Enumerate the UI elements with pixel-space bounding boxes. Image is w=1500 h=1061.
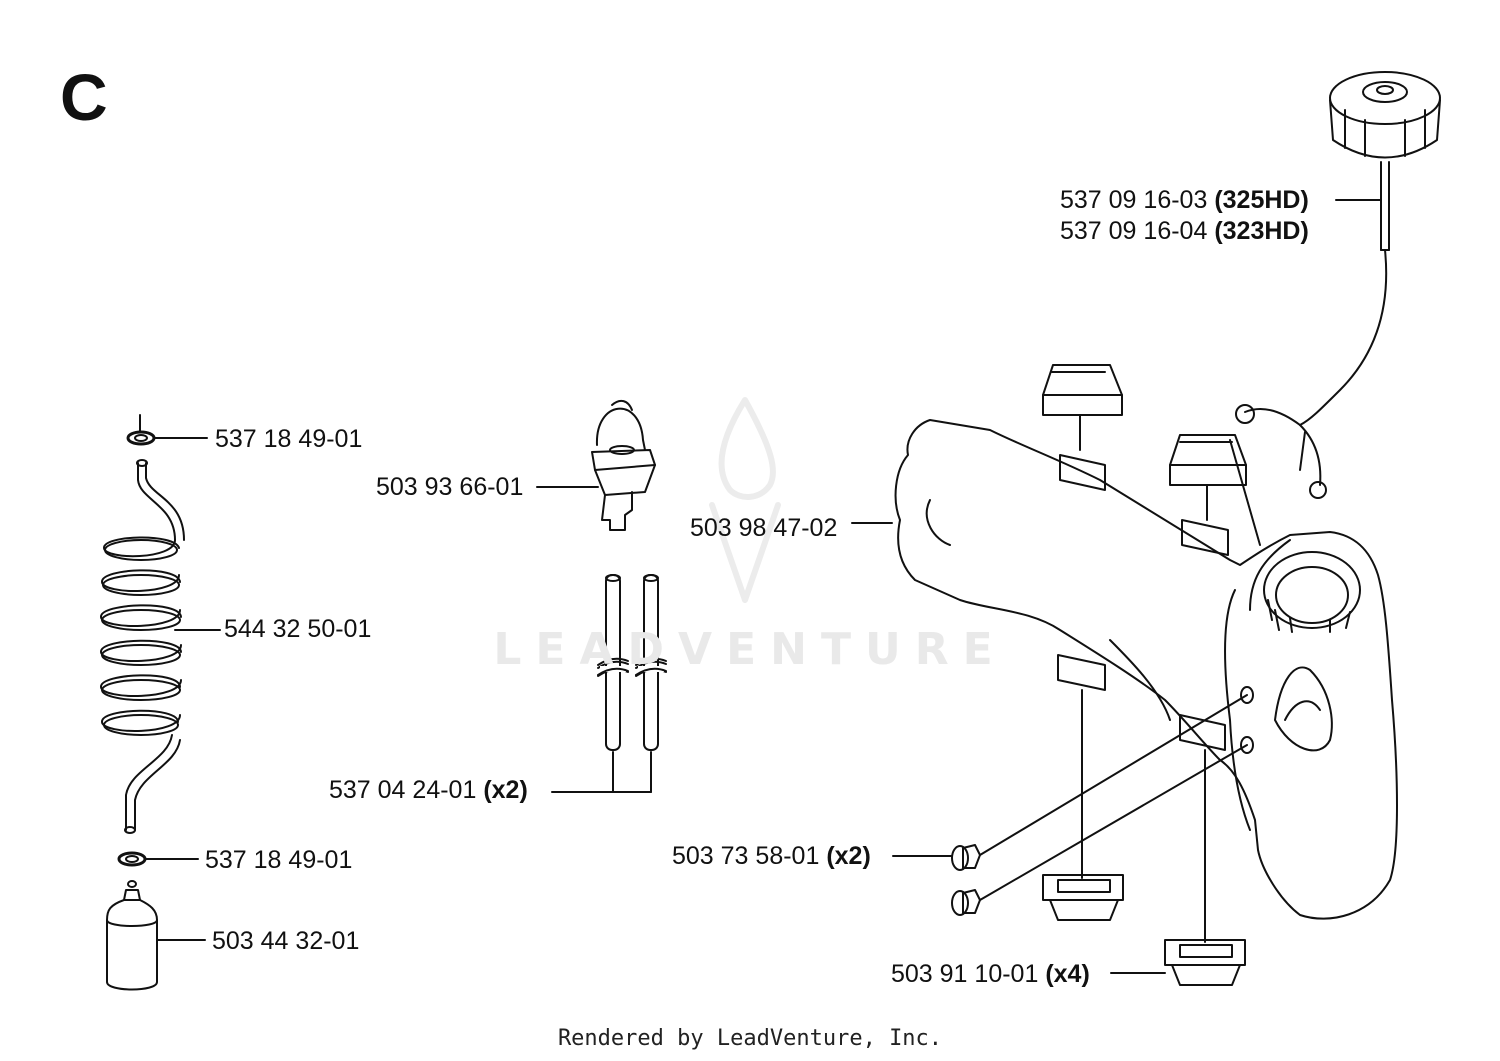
part-number: 544 32 50-01 bbox=[224, 615, 372, 643]
watermark-text: LEADVENTURE bbox=[493, 624, 1007, 675]
fuel-line-drawing bbox=[597, 574, 667, 793]
fuel-tank-drawing bbox=[894, 419, 1398, 920]
fuel-cap-drawing bbox=[1235, 71, 1441, 499]
part-qualifier: (323HD) bbox=[1214, 217, 1309, 245]
fuel-hose-coil-drawing bbox=[99, 414, 185, 834]
bottom-mount-drawing bbox=[1042, 689, 1246, 986]
part-qualifier: (x4) bbox=[1045, 960, 1090, 988]
part-label-fuel-tank[interactable]: 503 98 47-02 bbox=[690, 513, 837, 543]
part-label-fuel-hose[interactable]: 544 32 50-01 bbox=[224, 614, 371, 644]
part-label-fuel-filter[interactable]: 503 44 32-01 bbox=[212, 926, 359, 956]
filter-drawing bbox=[106, 851, 158, 991]
part-label-o-ring-bottom[interactable]: 537 18 49-01 bbox=[205, 845, 352, 875]
part-number: 503 44 32-01 bbox=[212, 927, 360, 955]
part-number: 537 09 16-04 bbox=[1060, 217, 1208, 245]
part-label-fuel-line[interactable]: 537 04 24-01 (x2) bbox=[329, 775, 528, 805]
tank-mount-drawing bbox=[1042, 364, 1247, 751]
leader-lines bbox=[145, 199, 1382, 974]
part-number: 503 98 47-02 bbox=[690, 514, 838, 542]
part-label-fuel-cap-323hd[interactable]: 537 09 16-04 (323HD) bbox=[1060, 216, 1309, 246]
part-label-grommet[interactable]: 503 73 58-01 (x2) bbox=[672, 841, 871, 871]
part-number: 537 09 16-03 bbox=[1060, 186, 1208, 214]
grommet-drawing bbox=[951, 694, 1248, 916]
footer-credit: Rendered by LeadVenture, Inc. bbox=[557, 1026, 943, 1051]
part-label-rubber-mount[interactable]: 503 91 10-01 (x4) bbox=[891, 959, 1090, 989]
watermark-logo bbox=[709, 397, 781, 603]
part-qualifier: (x2) bbox=[483, 776, 528, 804]
part-label-primer-bulb[interactable]: 503 93 66-01 bbox=[376, 472, 523, 502]
part-label-fuel-cap-325hd[interactable]: 537 09 16-03 (325HD) bbox=[1060, 185, 1309, 215]
part-label-o-ring-top[interactable]: 537 18 49-01 bbox=[215, 424, 362, 454]
part-qualifier: (325HD) bbox=[1214, 186, 1309, 214]
part-number: 503 93 66-01 bbox=[376, 473, 524, 501]
part-number: 537 18 49-01 bbox=[205, 846, 353, 874]
primer-bulb-drawing bbox=[591, 399, 656, 531]
part-number: 503 91 10-01 bbox=[891, 960, 1039, 988]
part-number: 537 04 24-01 bbox=[329, 776, 477, 804]
part-number: 503 73 58-01 bbox=[672, 842, 820, 870]
part-number: 537 18 49-01 bbox=[215, 425, 363, 453]
section-letter: C bbox=[60, 60, 108, 134]
part-qualifier: (x2) bbox=[826, 842, 871, 870]
